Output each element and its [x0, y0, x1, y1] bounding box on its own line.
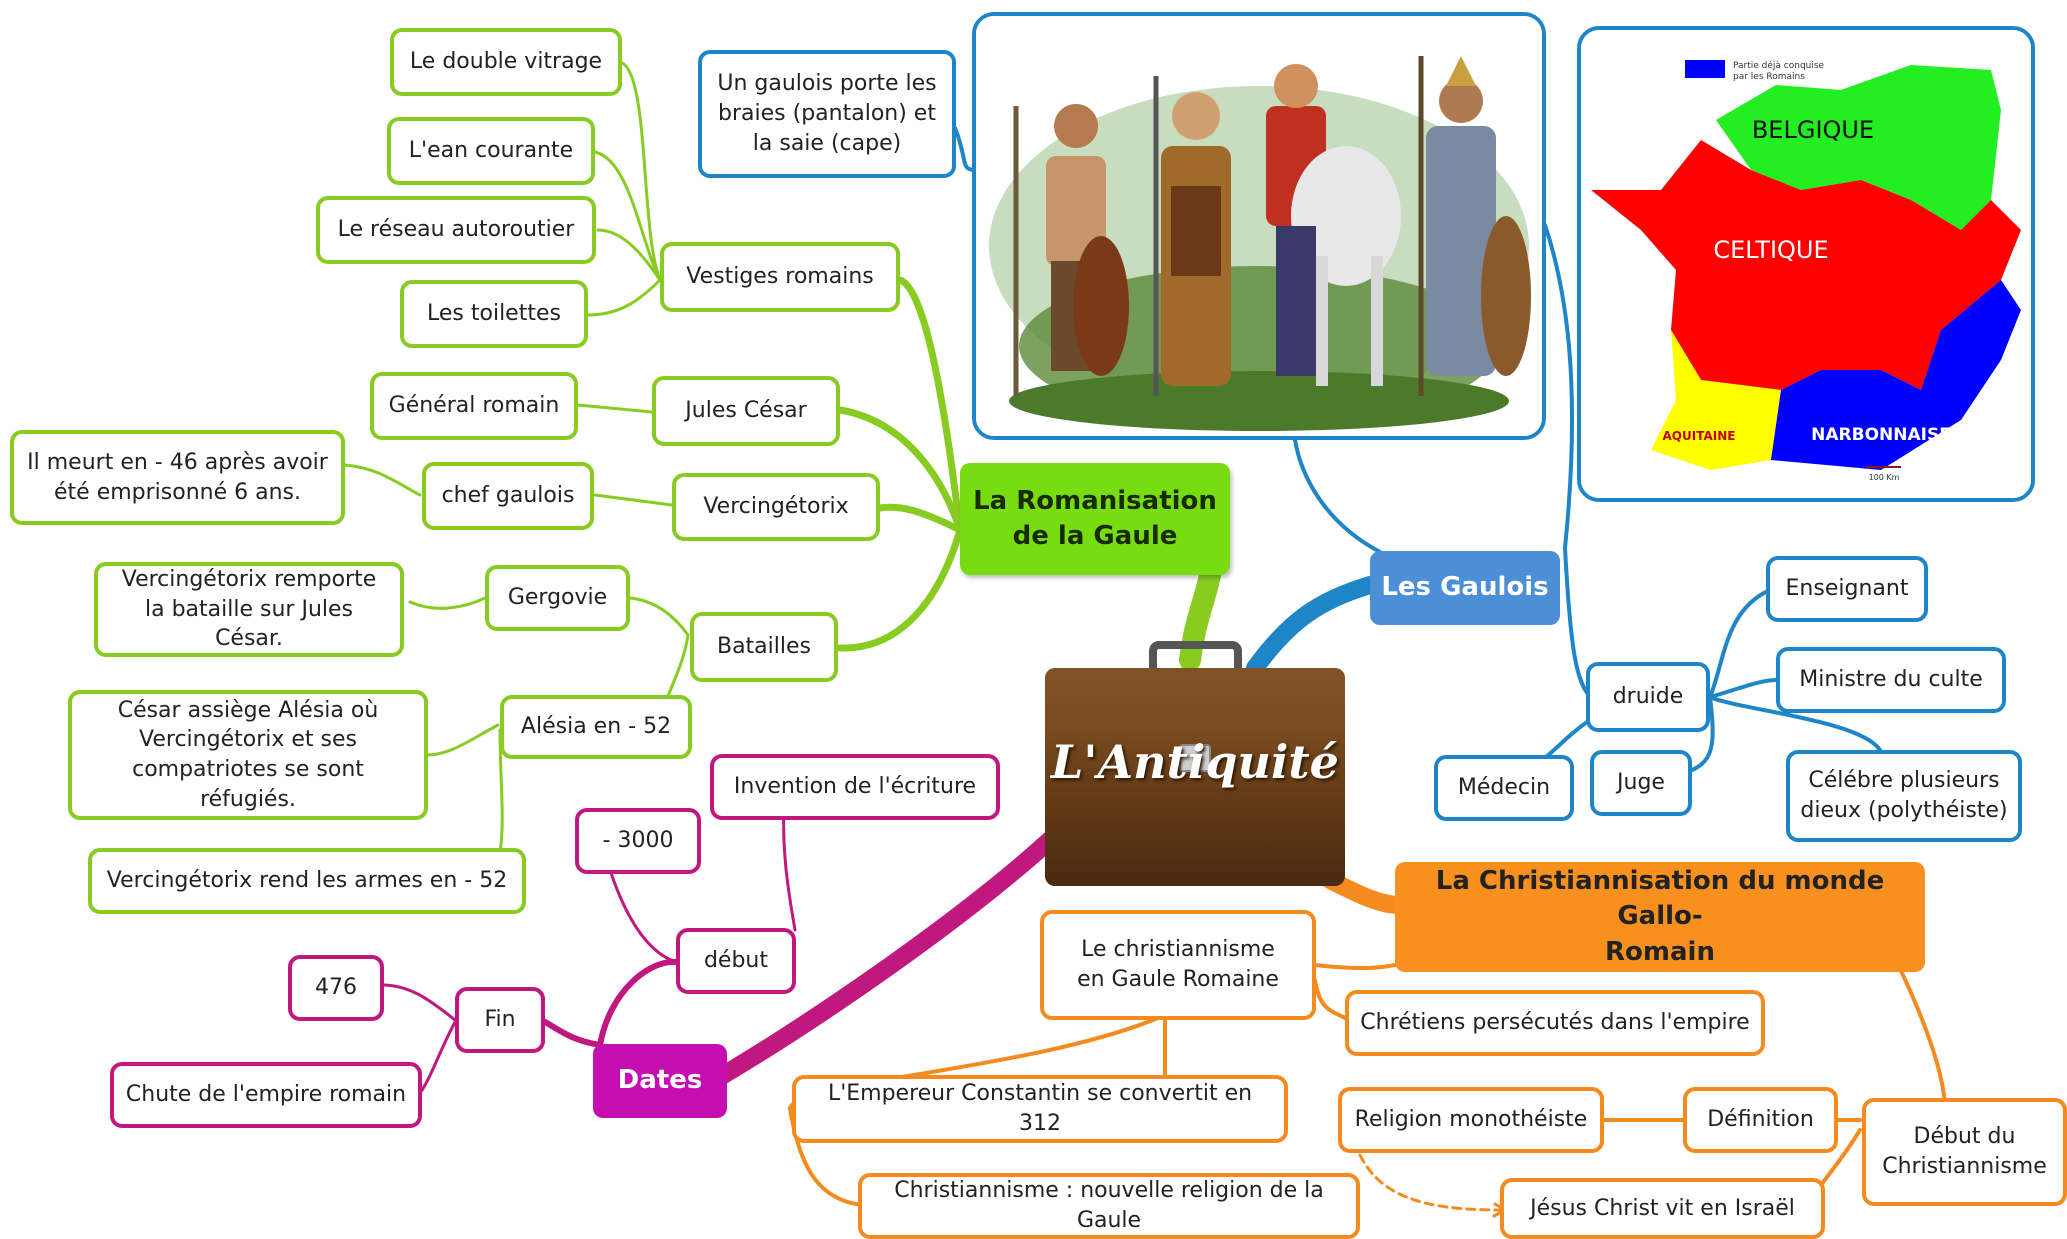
region-aquitaine: [1651, 330, 1781, 470]
gaule-item[interactable]: L'Empereur Constantin se convertit en 31…: [792, 1075, 1288, 1143]
map-label-aquitaine: AQUITAINE: [1663, 429, 1736, 443]
alesia-note[interactable]: César assiège Alésia où Vercingétorix et…: [68, 690, 428, 820]
gaule-item[interactable]: Chrétiens persécutés dans l'empire: [1345, 990, 1765, 1056]
dates-debut[interactable]: début: [676, 928, 796, 994]
central-topic-title: L'Antiquité: [1051, 735, 1339, 789]
vestige-item[interactable]: L'ean courante: [387, 117, 595, 185]
topic-christiannisation[interactable]: La Christiannisation du monde Gallo- Rom…: [1395, 862, 1925, 972]
druide-role[interactable]: Médecin: [1434, 755, 1574, 821]
map-label-narbonnaise: NARBONNAISE: [1811, 425, 1951, 445]
central-topic[interactable]: L'Antiquité: [1040, 640, 1350, 890]
debut-religion[interactable]: Religion monothéiste: [1338, 1087, 1604, 1153]
bataille-gergovie[interactable]: Gergovie: [485, 565, 630, 631]
dates-fin-item[interactable]: Chute de l'empire romain: [110, 1062, 422, 1128]
topic-christiannisme-gaule[interactable]: Le christiannisme en Gaule Romaine: [1040, 910, 1316, 1020]
map-legend-line: Partie déjà conquise: [1733, 60, 1825, 71]
map-scale-text: 100 Km: [1869, 473, 1900, 482]
topic-jules-cesar[interactable]: Jules César: [652, 376, 840, 446]
map-label-belgique: BELGIQUE: [1752, 116, 1874, 144]
dates-fin-item[interactable]: 476: [288, 955, 384, 1021]
druide-role[interactable]: Juge: [1590, 750, 1692, 816]
druide-role[interactable]: Célébre plusieurs dieux (polythéiste): [1786, 750, 2022, 842]
gaulois-warriors-image: [972, 12, 1546, 440]
map-legend-line: par les Romains: [1733, 72, 1805, 82]
map-legend-swatch: [1685, 60, 1725, 78]
alesia-note-2[interactable]: Vercingétorix rend les armes en - 52: [88, 848, 526, 914]
topic-druide[interactable]: druide: [1586, 662, 1710, 732]
dates-fin[interactable]: Fin: [455, 987, 545, 1053]
vercingetorix-detail[interactable]: chef gaulois: [422, 462, 594, 530]
topic-romanisation[interactable]: La Romanisation de la Gaule: [960, 463, 1230, 575]
vestige-item[interactable]: Les toilettes: [400, 280, 588, 348]
dates-debut-item[interactable]: Invention de l'écriture: [710, 754, 1000, 820]
topic-dates[interactable]: Dates: [593, 1044, 727, 1118]
debut-jesus[interactable]: Jésus Christ vit en Israël: [1500, 1178, 1825, 1239]
debut-definition[interactable]: Définition: [1683, 1087, 1838, 1153]
topic-debut-christiannisme[interactable]: Début du Christiannisme: [1862, 1098, 2067, 1206]
cesar-detail[interactable]: Général romain: [370, 372, 578, 440]
gaulois-warriors-illustration: [976, 16, 1542, 436]
gaule-item[interactable]: Christiannisme : nouvelle religion de la…: [858, 1173, 1360, 1239]
druide-role[interactable]: Enseignant: [1766, 556, 1928, 622]
topic-vestiges-romains[interactable]: Vestiges romains: [660, 242, 900, 312]
region-narbonnaise: [1771, 280, 2021, 470]
bataille-alesia[interactable]: Alésia en - 52: [500, 695, 692, 759]
druide-role[interactable]: Ministre du culte: [1776, 647, 2006, 713]
topic-vercingetorix[interactable]: Vercingétorix: [672, 473, 880, 541]
vercingetorix-note[interactable]: Il meurt en - 46 après avoir été empriso…: [10, 430, 345, 525]
vestige-item[interactable]: Le réseau autoroutier: [316, 196, 596, 264]
vestige-item[interactable]: Le double vitrage: [390, 28, 622, 96]
costume-note[interactable]: Un gaulois porte les braies (pantalon) e…: [698, 50, 956, 178]
gergovie-note[interactable]: Vercingétorix remporte la bataille sur J…: [94, 562, 404, 657]
topic-batailles[interactable]: Batailles: [690, 612, 838, 682]
region-belgique: [1716, 65, 2001, 230]
region-celtique: [1591, 140, 2021, 390]
briefcase-icon: [1045, 641, 1345, 886]
dates-debut-item[interactable]: - 3000: [575, 808, 701, 874]
map-label-celtique: CELTIQUE: [1713, 236, 1828, 264]
topic-les-gaulois[interactable]: Les Gaulois: [1370, 551, 1560, 625]
